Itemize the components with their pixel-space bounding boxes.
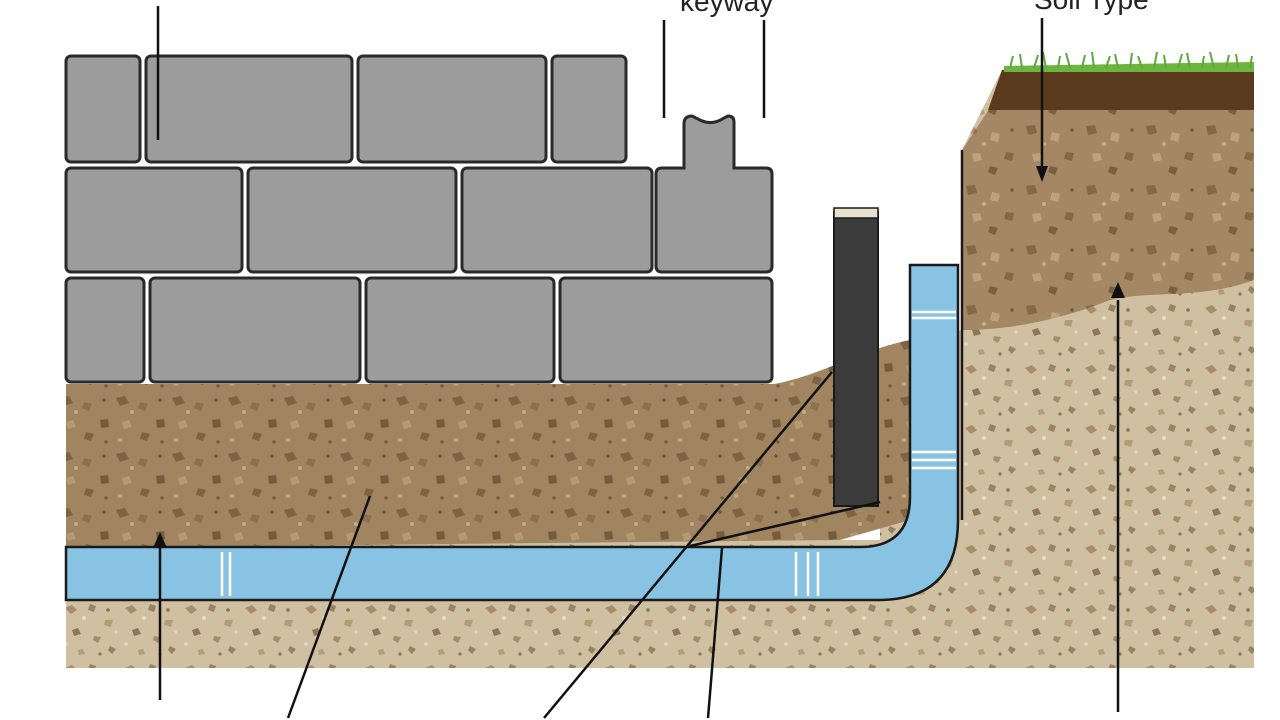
barrier-cap (833, 207, 879, 219)
wall-block (148, 276, 362, 384)
wall-block (550, 54, 628, 164)
arrowhead-gravel-base (153, 532, 167, 548)
wall-block (364, 276, 556, 384)
wall-block (64, 276, 146, 384)
wall-block (64, 166, 244, 274)
drain-pipe (64, 263, 960, 602)
wall-block (460, 166, 654, 274)
soil-type-label: Soil Type (1034, 0, 1149, 14)
leader-barrier (543, 371, 833, 719)
wall-block (144, 54, 354, 164)
keyway-block (654, 114, 774, 274)
arrowhead-soil-type (1036, 166, 1048, 182)
keyway-label: keyway (680, 0, 774, 17)
wall-block (356, 54, 548, 164)
wall-block (558, 276, 774, 384)
grass (1004, 51, 1254, 72)
wall-block (64, 54, 142, 164)
vertical-barrier (833, 211, 879, 507)
leader-pipe (706, 547, 724, 719)
leader-lines (153, 6, 1125, 719)
leader-membrane (689, 500, 881, 548)
leader-backfill (286, 495, 372, 719)
native-soil-upper (962, 108, 1254, 330)
topsoil (988, 70, 1254, 110)
wall-block (246, 166, 458, 274)
arrowhead-native-soil (1111, 282, 1125, 298)
compacted-backfill (66, 340, 910, 548)
retaining-wall-blocks (64, 54, 774, 384)
pipe-joint-marks (220, 310, 956, 596)
